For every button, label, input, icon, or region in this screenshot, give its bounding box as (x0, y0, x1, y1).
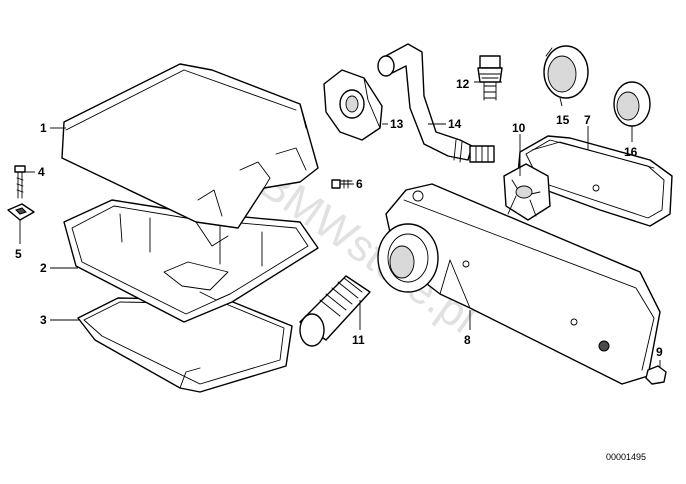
reference-number: 00001495 (606, 452, 646, 462)
part-4-bolt (14, 165, 26, 199)
part-14-hose (377, 43, 495, 163)
callout-4: 4 (38, 165, 45, 179)
callout-11: 11 (352, 333, 365, 347)
callout-7: 7 (584, 113, 591, 127)
part-15-seal-ring (543, 45, 589, 99)
callout-9: 9 (656, 345, 663, 359)
callout-14: 14 (448, 117, 462, 131)
callout-2: 2 (40, 261, 47, 275)
callout-5: 5 (15, 247, 22, 261)
leader-lines (19, 81, 661, 368)
callout-3: 3 (40, 313, 47, 327)
part-16-seal-ring (613, 81, 651, 127)
callout-1: 1 (40, 121, 47, 135)
part-5-clip (7, 203, 35, 221)
callout-16: 16 (624, 145, 638, 159)
callout-12: 12 (456, 77, 470, 91)
part-11-bellows (299, 275, 371, 347)
callout-labels: 1 2 3 4 5 6 7 8 9 10 11 12 13 14 15 16 (15, 77, 663, 359)
part-1-upper-cover (61, 63, 319, 247)
part-13-bracket (323, 69, 383, 141)
callout-10: 10 (512, 121, 526, 135)
part-8-main-housing (377, 183, 661, 385)
part-10-connector (503, 163, 551, 221)
callout-6: 6 (356, 177, 363, 191)
callout-13: 13 (390, 117, 404, 131)
part-12-sensor (477, 55, 503, 101)
part-9-nut (645, 365, 667, 385)
part-6-screw (331, 179, 353, 189)
part-2-lower-housing (63, 199, 319, 323)
callout-8: 8 (464, 333, 471, 347)
callout-15: 15 (556, 113, 570, 127)
